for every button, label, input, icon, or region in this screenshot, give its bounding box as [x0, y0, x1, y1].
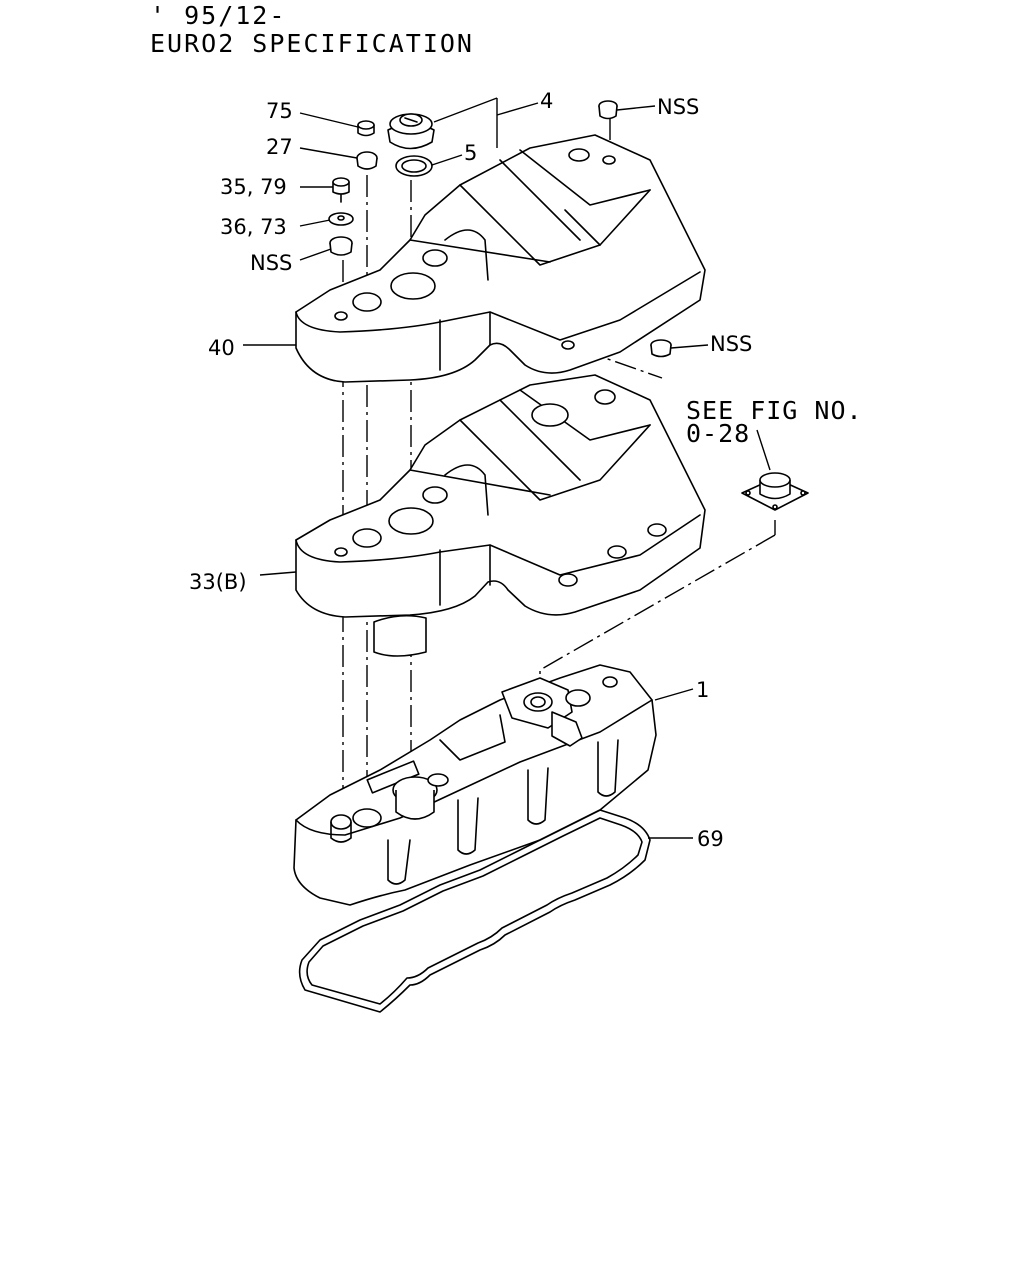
bolt-35-79[interactable] — [332, 177, 350, 203]
washer-36-73[interactable] — [328, 212, 354, 226]
seal-nss-left[interactable] — [329, 236, 353, 256]
reference-figure-line2: 0-28 — [686, 419, 750, 448]
callout-5: 5 — [464, 141, 477, 165]
o-ring-5[interactable] — [395, 155, 433, 177]
bolt-75[interactable] — [357, 120, 375, 137]
callout-4: 4 — [540, 89, 553, 113]
callout-nss-left: NSS — [250, 251, 292, 275]
cover-33b[interactable] — [295, 374, 706, 657]
callout-labels: 75 27 35, 79 36, 73 NSS 40 33(B) 4 5 NSS… — [189, 89, 863, 851]
cylinder-head-cover-1[interactable] — [293, 664, 657, 906]
oil-filler-cap-4[interactable] — [387, 113, 435, 150]
callout-nss-top: NSS — [657, 95, 699, 119]
head-cover-40[interactable] — [295, 134, 706, 383]
specification-label: EURO2 SPECIFICATION — [150, 29, 474, 58]
leader-lines — [243, 97, 771, 839]
callout-nss-right: NSS — [710, 332, 752, 356]
reference-figure-line1: SEE FIG NO. — [686, 396, 863, 425]
callout-75: 75 — [266, 99, 293, 123]
callout-27: 27 — [266, 135, 293, 159]
callout-40: 40 — [208, 336, 235, 360]
gasket-69[interactable] — [298, 809, 651, 1013]
callout-33b: 33(B) — [189, 570, 247, 594]
grommet-27[interactable] — [356, 151, 378, 170]
callout-36-73: 36, 73 — [220, 215, 287, 239]
seal-nss-top[interactable] — [598, 100, 618, 120]
date-range-label: ' 95/12- — [150, 1, 287, 30]
seal-nss-right[interactable] — [650, 339, 672, 358]
callout-1: 1 — [696, 678, 709, 702]
breather-valve[interactable] — [741, 472, 809, 511]
callout-35-79: 35, 79 — [220, 175, 287, 199]
callout-69: 69 — [697, 827, 724, 851]
